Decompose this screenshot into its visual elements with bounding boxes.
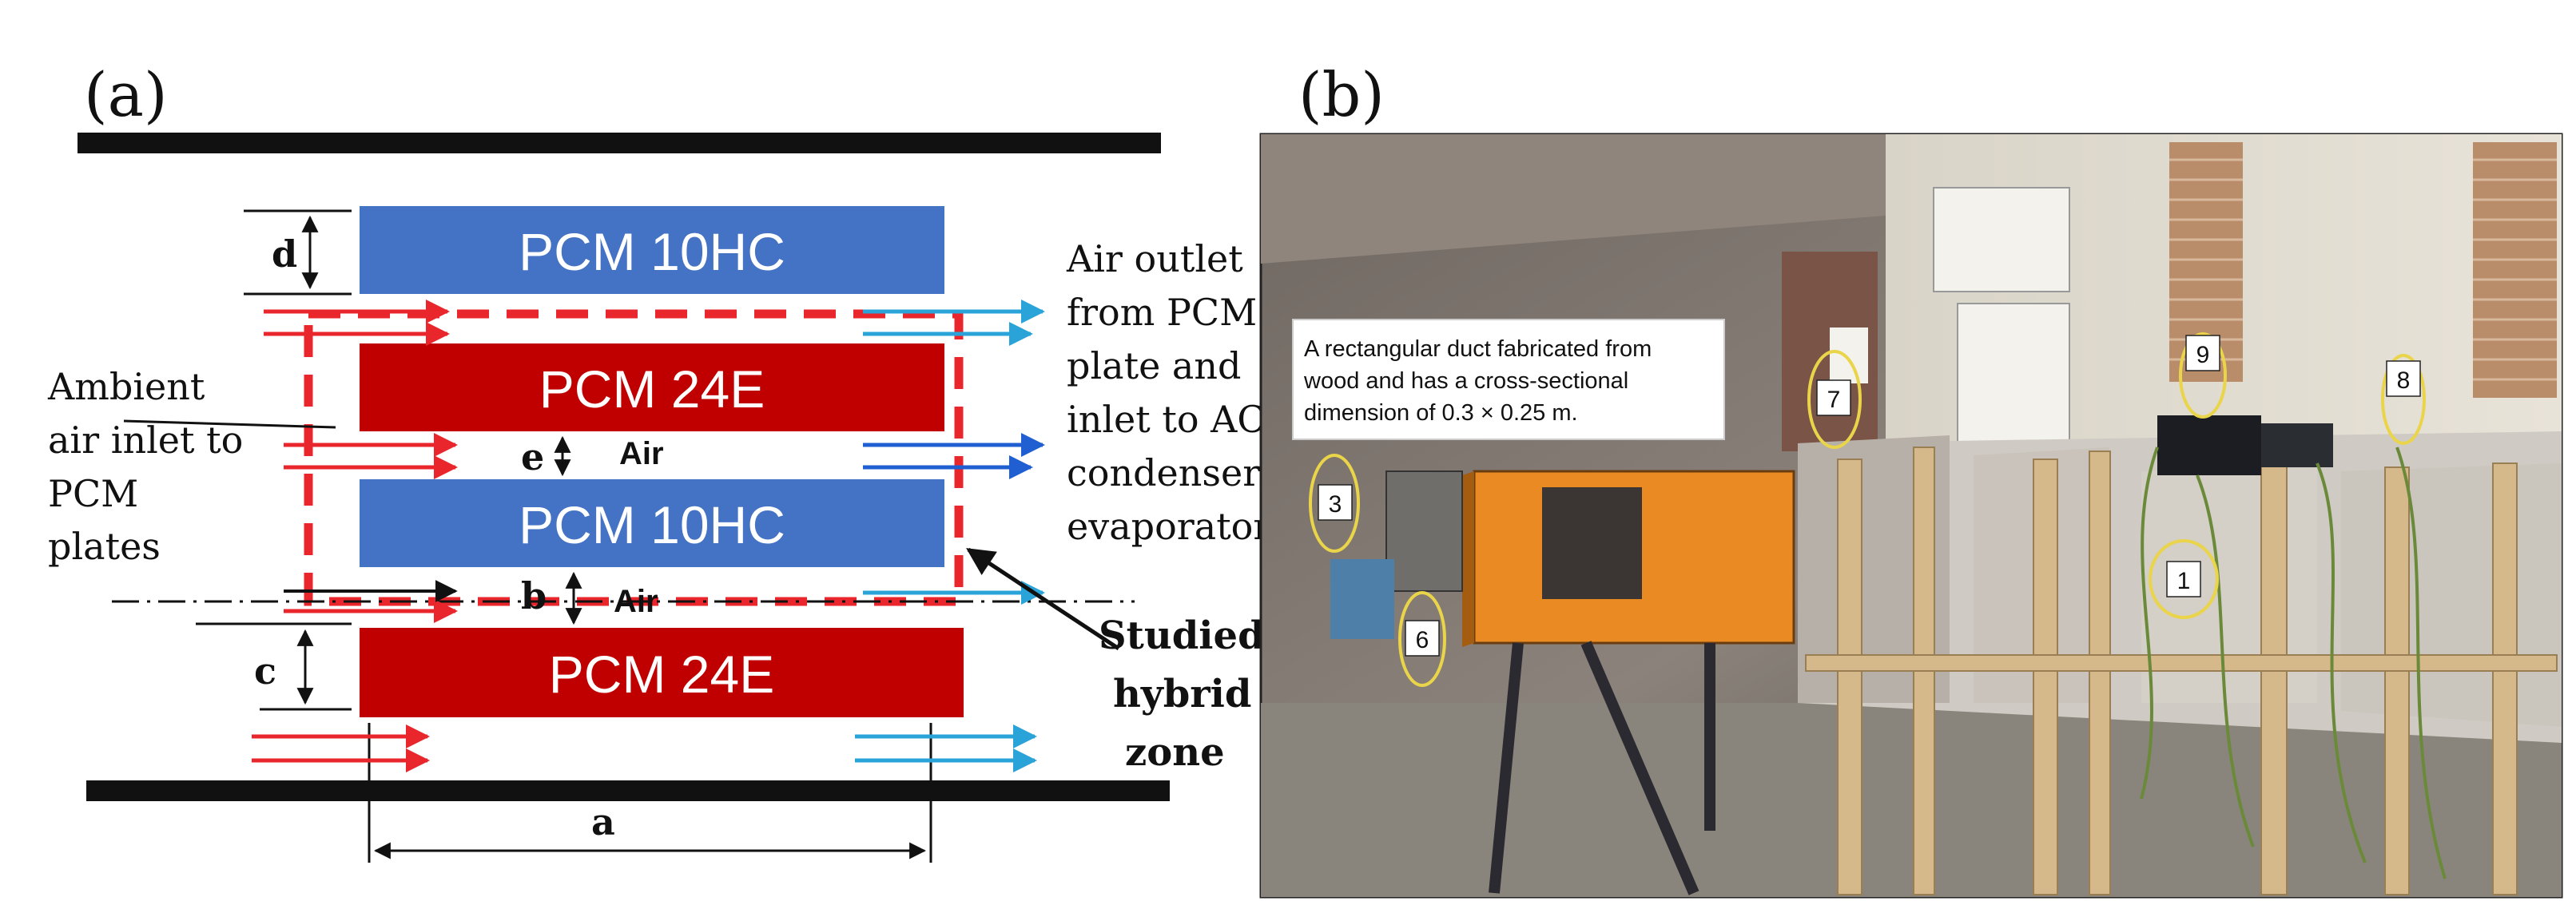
svg-text:1: 1 bbox=[2177, 568, 2191, 594]
inlet-arrows bbox=[252, 300, 458, 772]
svg-text:7: 7 bbox=[1827, 387, 1841, 413]
plate-3 bbox=[360, 479, 944, 567]
panel-a-label: (a) bbox=[84, 59, 168, 130]
inlet-text-line: plates bbox=[48, 525, 161, 568]
marker-7: 7 bbox=[1807, 350, 1862, 449]
panel-a: (a) PCM 10HC PCM 24E PCM 10HC PCM 24E d … bbox=[47, 59, 1273, 863]
dim-b-label: b bbox=[521, 574, 547, 617]
svg-text:8: 8 bbox=[2397, 367, 2411, 394]
dim-e-label: e bbox=[521, 435, 544, 478]
marker-8: 8 bbox=[2381, 354, 2426, 445]
outlet-text: Air outlet from PCM plate and inlet to A… bbox=[1066, 237, 1273, 548]
plate-2-label: PCM 24E bbox=[539, 359, 765, 419]
caption-line: wood and has a cross-sectional bbox=[1303, 368, 1628, 394]
panel-b: (b) bbox=[1259, 59, 2563, 899]
panel-b-label: (b) bbox=[1298, 59, 1385, 130]
caption-line: A rectangular duct fabricated from bbox=[1304, 336, 1652, 362]
marker-1: 1 bbox=[2149, 539, 2219, 619]
lab-photo bbox=[1259, 133, 2563, 899]
zone-leader bbox=[966, 547, 1120, 651]
dim-d-label: d bbox=[272, 232, 297, 276]
zone-text-line: hybrid bbox=[1113, 672, 1251, 717]
plate-3-label: PCM 10HC bbox=[519, 495, 785, 554]
zone-text-line: Studied bbox=[1099, 613, 1265, 658]
air-label-1: Air bbox=[619, 436, 664, 471]
outlet-text-line: from PCM bbox=[1067, 291, 1257, 334]
outlet-text-line: condenser/ bbox=[1067, 451, 1273, 494]
bottom-wall bbox=[86, 780, 1170, 801]
inlet-leader bbox=[123, 419, 336, 429]
top-wall bbox=[78, 133, 1161, 153]
inlet-text: Ambient air inlet to PCM plates bbox=[47, 365, 243, 568]
plate-1-label: PCM 10HC bbox=[519, 222, 785, 281]
photo-caption: A rectangular duct fabricated from wood … bbox=[1292, 319, 1725, 440]
dim-c-label: c bbox=[254, 649, 276, 693]
zone-text: Studied hybrid zone bbox=[1099, 613, 1265, 775]
marker-9: 9 bbox=[2179, 332, 2227, 419]
outlet-text-line: evaporator bbox=[1067, 505, 1270, 548]
plate-4 bbox=[360, 628, 964, 717]
outlet-text-line: plate and bbox=[1067, 344, 1241, 387]
inlet-text-line: PCM bbox=[48, 472, 138, 515]
outlet-arrows bbox=[855, 300, 1045, 772]
marker-6: 6 bbox=[1398, 591, 1446, 687]
svg-text:9: 9 bbox=[2196, 342, 2210, 368]
outlet-text-line: Air outlet bbox=[1066, 237, 1243, 280]
marker-3: 3 bbox=[1309, 454, 1360, 553]
inlet-text-line: Ambient bbox=[47, 365, 205, 408]
plate-2 bbox=[360, 343, 944, 431]
plate-1 bbox=[360, 206, 944, 294]
caption-line: dimension of 0.3 × 0.25 m. bbox=[1304, 400, 1578, 426]
plate-4-label: PCM 24E bbox=[549, 645, 774, 704]
zone-text-line: zone bbox=[1125, 730, 1225, 775]
air-label-2: Air bbox=[614, 584, 658, 619]
inlet-text-line: air inlet to bbox=[48, 419, 243, 462]
outlet-text-line: inlet to AC bbox=[1067, 398, 1266, 441]
dim-a-label: a bbox=[591, 800, 615, 844]
svg-text:6: 6 bbox=[1416, 627, 1429, 653]
svg-text:3: 3 bbox=[1329, 491, 1342, 518]
